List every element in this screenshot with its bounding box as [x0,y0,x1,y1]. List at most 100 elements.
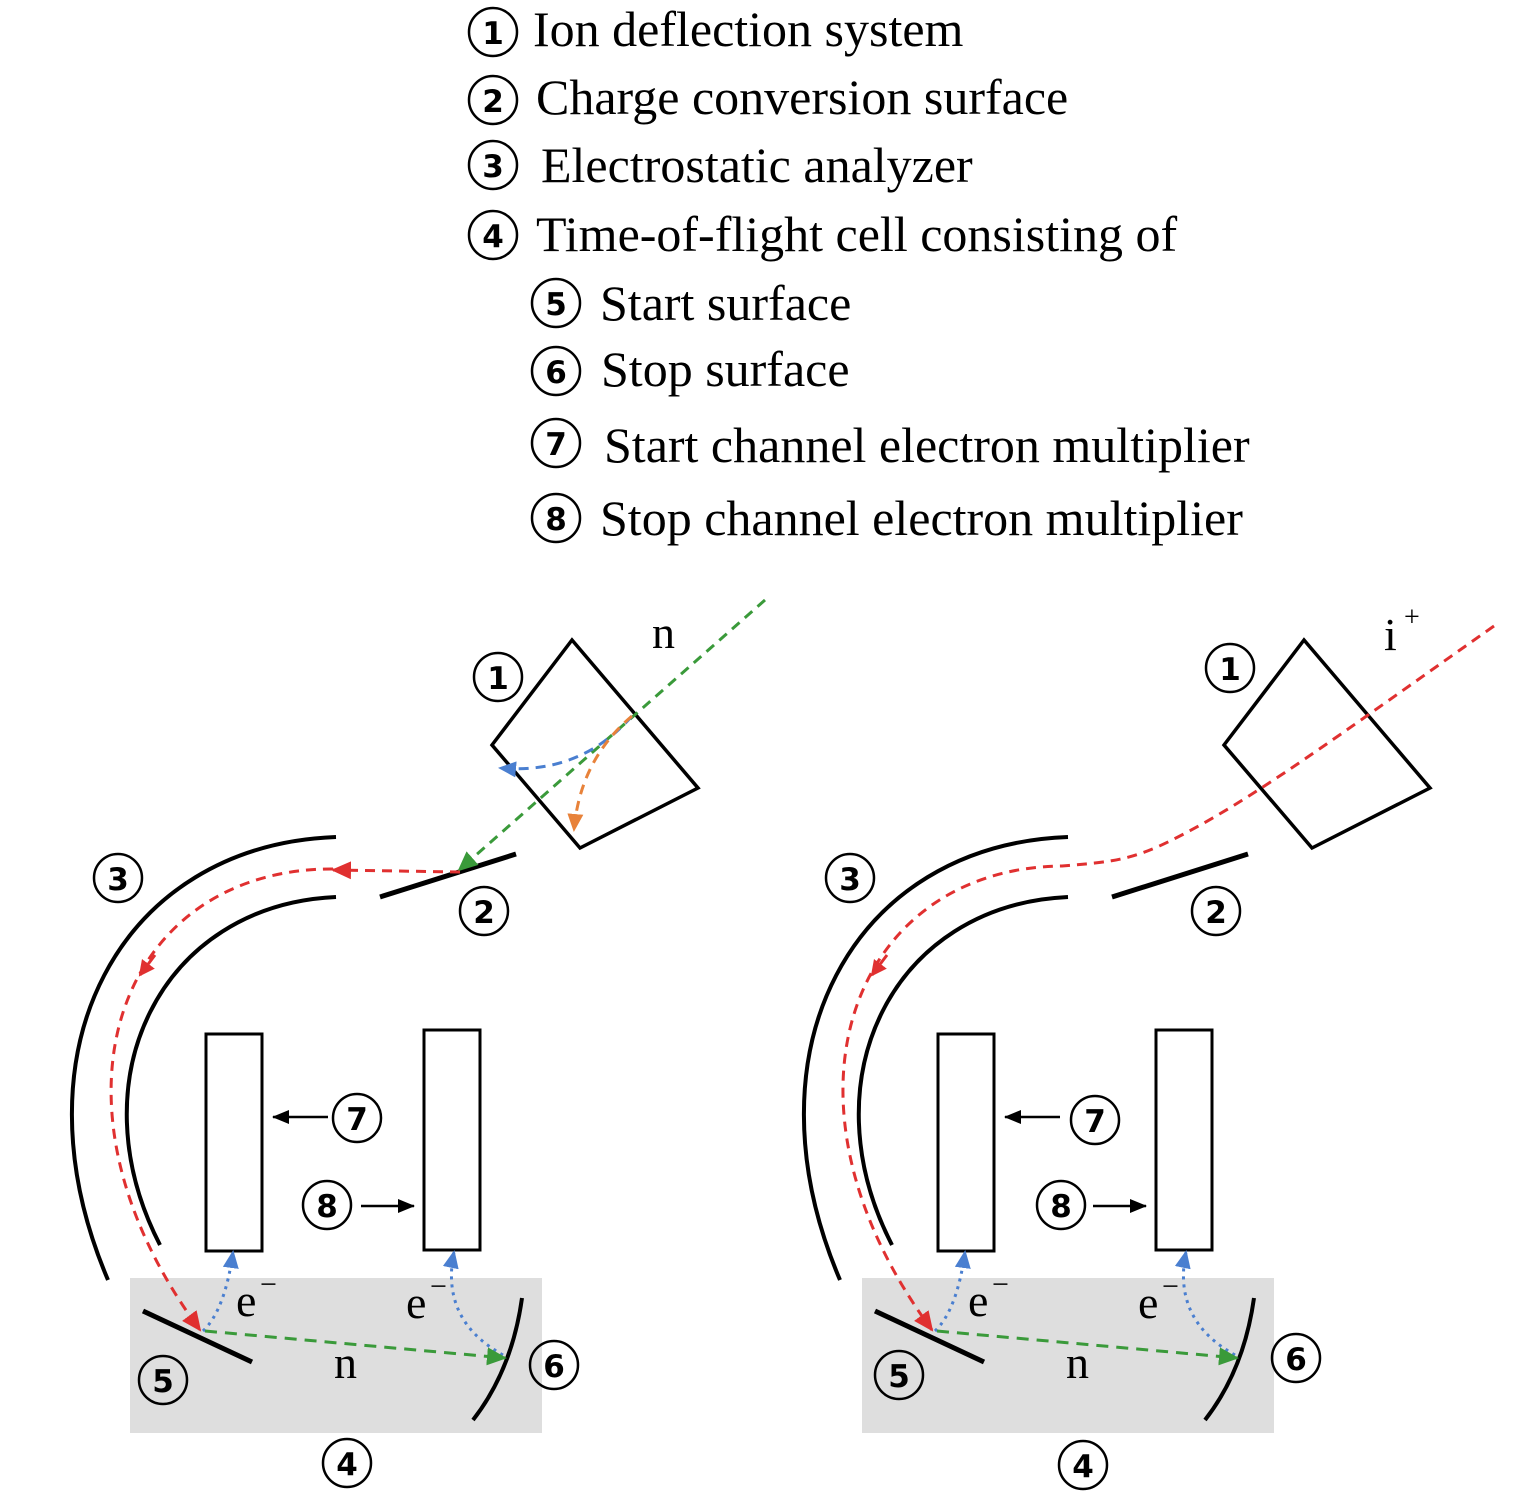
number-circle-icon [467,209,519,261]
legend-num: 8 [545,502,567,538]
number-circle-icon [467,6,519,58]
marker-7: 7 [1069,1094,1121,1146]
electron-label: e [406,1277,426,1328]
marker-3: 3 [92,852,144,904]
svg-text:8: 8 [316,1189,338,1225]
marker-8: 8 [301,1179,353,1231]
marker-3: 3 [824,852,876,904]
incoming-sup: + [1404,602,1420,633]
marker-1: 1 [1204,642,1256,694]
neutral-beam [457,598,766,872]
number-circle-icon [467,139,519,191]
incoming-label: n [652,607,675,658]
start-electron-path [933,1250,971,1333]
legend-num: 7 [545,427,567,463]
start-surface [141,1308,254,1365]
marker-5: 5 [873,1349,925,1401]
ion-deflection-box [489,637,701,851]
electron-label: e [236,1275,256,1326]
svg-text:5: 5 [888,1359,910,1395]
neutral-label: n [1066,1337,1089,1388]
esa-direction-arrow [138,954,157,977]
marker-4: 4 [321,1437,373,1489]
svg-text:7: 7 [346,1102,368,1138]
legend-num: 3 [482,149,504,185]
number-circle-icon [530,417,582,469]
legend-item-2: 2 Charge conversion surface [467,69,1068,126]
number-circle-icon [467,74,519,126]
panel-ion: i + e − e − n 1 2 3 4 5 6 [801,602,1495,1491]
legend-text: Stop surface [601,341,850,397]
neutral-label: n [334,1337,357,1388]
neutral-tof-path [204,1329,507,1366]
conversion-surface [1111,851,1249,900]
svg-text:3: 3 [839,862,861,898]
legend-text: Stop channel electron multiplier [600,490,1243,546]
svg-text:6: 6 [543,1349,565,1385]
number-circle-icon [530,492,582,544]
legend-text: Electrostatic analyzer [541,137,973,193]
legend-num: 2 [482,84,504,120]
stop-cem [422,1028,482,1252]
incoming-label: i [1384,609,1397,660]
panel-neutral: n e − e − n 1 2 3 4 5 6 [69,598,766,1489]
legend-num: 6 [545,355,567,391]
svg-text:2: 2 [473,895,495,931]
start-cem [936,1032,996,1253]
legend-num: 4 [482,219,504,255]
electron-sup: − [260,1268,277,1301]
svg-text:8: 8 [1050,1189,1072,1225]
ion-beam [841,624,1495,1332]
legend-item-7: 7 Start channel electron multiplier [530,417,1250,473]
marker-4: 4 [1057,1439,1109,1491]
legend-text: Time-of-flight cell consisting of [536,206,1177,262]
ion-deflection-box [1221,637,1433,851]
esa-inner-arc [124,895,337,1246]
ion-into-esa [331,861,461,880]
positive-ion-path [498,715,634,778]
ion-through-esa [109,867,334,1332]
svg-text:7: 7 [1084,1104,1106,1140]
number-circle-icon [530,345,582,397]
legend-item-1: 1 Ion deflection system [467,1,964,58]
legend: 1 Ion deflection system 2 Charge convers… [467,1,1250,546]
marker-2: 2 [1190,885,1242,937]
esa-inner-arc [856,895,1069,1246]
marker-6: 6 [528,1339,580,1391]
svg-text:1: 1 [487,661,509,697]
svg-text:4: 4 [336,1447,358,1483]
svg-text:2: 2 [1205,895,1227,931]
legend-item-3: 3 Electrostatic analyzer [467,137,973,193]
svg-text:1: 1 [1219,652,1241,688]
legend-text: Start surface [600,275,851,331]
marker-2: 2 [458,885,510,937]
marker-7: 7 [331,1092,383,1144]
esa-direction-arrow [870,954,889,977]
legend-num: 1 [482,16,504,52]
start-cem [204,1032,264,1253]
electron-sup: − [430,1270,447,1303]
legend-text: Start channel electron multiplier [604,417,1250,473]
legend-item-4: 4 Time-of-flight cell consisting of [467,206,1177,262]
marker-1: 1 [472,651,524,703]
esa-outer-arc [69,835,337,1281]
legend-num: 5 [545,287,567,323]
legend-item-8: 8 Stop channel electron multiplier [530,490,1243,546]
start-electron-path [201,1250,239,1333]
esa-outer-arc [801,835,1069,1281]
neutral-tof-path [936,1329,1239,1366]
svg-text:4: 4 [1072,1449,1094,1485]
svg-text:6: 6 [1285,1342,1307,1378]
marker-6: 6 [1270,1332,1322,1384]
electron-label: e [968,1275,988,1326]
legend-text: Ion deflection system [533,1,964,57]
start-surface [873,1308,986,1365]
marker-5: 5 [137,1354,189,1406]
negative-ion-path [567,714,633,832]
legend-item-5: 5 Start surface [530,275,851,331]
svg-text:3: 3 [107,862,129,898]
legend-text: Charge conversion surface [536,69,1068,125]
electron-label: e [1138,1277,1158,1328]
number-circle-icon [530,277,582,329]
